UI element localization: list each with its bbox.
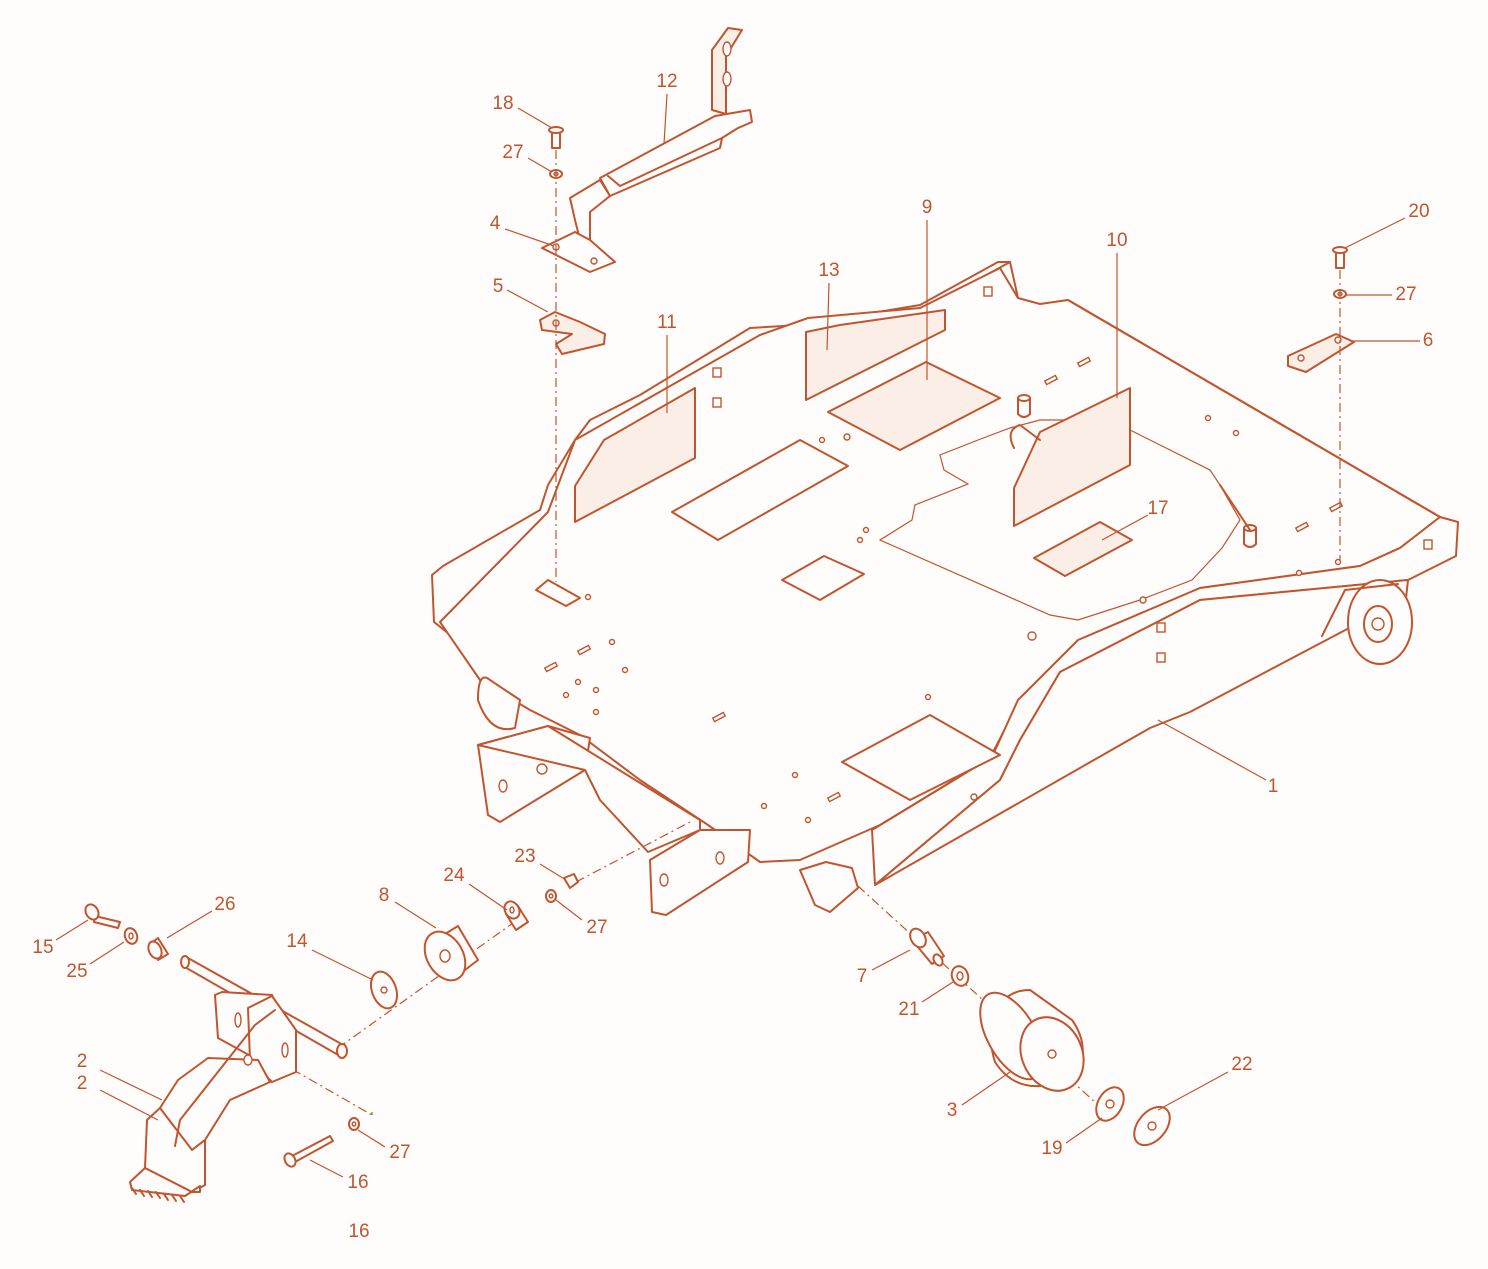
plate-part-13 bbox=[805, 309, 946, 401]
callout-c10: 10 bbox=[1106, 230, 1127, 251]
callout-c14: 14 bbox=[286, 931, 308, 952]
leader-line-c27a bbox=[527, 157, 553, 173]
callout-c13: 13 bbox=[818, 260, 839, 281]
washer-part-27-mid bbox=[545, 889, 557, 903]
washer-part-19 bbox=[1095, 1086, 1125, 1122]
callout-c24: 24 bbox=[443, 865, 465, 886]
plate-part-9 bbox=[827, 361, 1001, 451]
nut-part-23 bbox=[563, 873, 579, 889]
leader-line-c24 bbox=[468, 883, 508, 911]
callout-c3: 3 bbox=[947, 1100, 958, 1121]
bracket-part-12 bbox=[541, 27, 753, 273]
axle-part-7 bbox=[909, 927, 945, 967]
callout-c18: 18 bbox=[492, 93, 513, 114]
leader-line-c25 bbox=[89, 941, 125, 965]
bolt-part-16 bbox=[283, 1135, 334, 1168]
callout-c17: 17 bbox=[1147, 498, 1168, 519]
callout-c2a: 2 bbox=[77, 1051, 88, 1072]
callout-c7: 7 bbox=[857, 966, 868, 987]
plate-part-11 bbox=[574, 387, 696, 523]
bushing-part-8 bbox=[423, 925, 479, 982]
leader-line-c20 bbox=[1344, 217, 1406, 249]
plate-part-17 bbox=[1033, 521, 1133, 577]
callout-c2b: 2 bbox=[77, 1073, 88, 1094]
spacer-part-26 bbox=[147, 937, 169, 961]
leader-line-c8 bbox=[394, 901, 437, 929]
leader-line-c19 bbox=[1065, 1117, 1103, 1144]
leader-line-c12 bbox=[663, 93, 668, 145]
wheel-part-3 bbox=[979, 989, 1085, 1092]
callout-leaders bbox=[55, 93, 1420, 1178]
leader-line-c27d bbox=[357, 1129, 386, 1148]
spacer-part-24 bbox=[503, 900, 529, 931]
callout-c5: 5 bbox=[493, 276, 504, 297]
bolt-part-20 bbox=[1332, 246, 1348, 269]
leader-line-c1 bbox=[1157, 719, 1267, 781]
pedal-assembly-part-2 bbox=[129, 955, 348, 1203]
leader-line-c2a bbox=[99, 1069, 163, 1101]
leader-line-c23 bbox=[539, 863, 567, 881]
callout-c27a: 27 bbox=[502, 142, 523, 163]
leader-line-c14 bbox=[311, 949, 374, 981]
callout-c11: 11 bbox=[657, 312, 677, 333]
leader-line-c26 bbox=[166, 910, 213, 939]
leader-line-c4 bbox=[504, 228, 555, 247]
callout-c27d: 27 bbox=[389, 1142, 410, 1163]
cap-part-22 bbox=[1133, 1105, 1171, 1147]
callout-c27c: 27 bbox=[586, 917, 607, 938]
leader-line-c2b bbox=[99, 1089, 159, 1121]
callout-c8: 8 bbox=[379, 885, 390, 906]
leader-line-c13 bbox=[826, 282, 830, 351]
callout-c19: 19 bbox=[1041, 1138, 1062, 1159]
bolt-part-15 bbox=[84, 903, 121, 929]
leader-line-c27c bbox=[555, 899, 583, 921]
leader-line-c5 bbox=[506, 289, 549, 313]
callout-c21: 21 bbox=[898, 999, 919, 1020]
callout-c6: 6 bbox=[1423, 330, 1434, 351]
leader-line-c16a bbox=[309, 1159, 344, 1178]
leader-line-c22 bbox=[1157, 1071, 1229, 1111]
leader-line-c3 bbox=[961, 1071, 1011, 1106]
leader-line-c7 bbox=[871, 949, 911, 971]
callout-c16a: 16 bbox=[347, 1172, 368, 1193]
washer-part-25 bbox=[123, 927, 139, 945]
callout-c25: 25 bbox=[66, 961, 87, 982]
callout-c15: 15 bbox=[32, 937, 53, 958]
strap-part-6 bbox=[1287, 333, 1355, 373]
leader-line-c15 bbox=[55, 919, 89, 941]
callout-c22: 22 bbox=[1231, 1054, 1252, 1075]
washer-part-21 bbox=[950, 965, 970, 987]
leader-line-c17 bbox=[1101, 514, 1149, 541]
callout-c23: 23 bbox=[514, 846, 535, 867]
callout-c20: 20 bbox=[1408, 201, 1429, 222]
callout-c16b: 16 bbox=[348, 1221, 369, 1242]
leader-line-c21 bbox=[921, 981, 954, 1003]
leader-line-c18 bbox=[517, 107, 553, 129]
plate-part-10 bbox=[1009, 387, 1131, 527]
callout-c4: 4 bbox=[490, 213, 501, 234]
washer-part-27-lower bbox=[348, 1117, 360, 1131]
callout-c9: 9 bbox=[922, 197, 933, 218]
callout-c26: 26 bbox=[214, 894, 235, 915]
callout-c12: 12 bbox=[656, 71, 677, 92]
washer-part-14 bbox=[369, 970, 399, 1010]
bracket-part-5 bbox=[539, 311, 606, 355]
callout-c1: 1 bbox=[1268, 776, 1279, 797]
callout-c27b: 27 bbox=[1395, 284, 1416, 305]
bolt-part-18 bbox=[548, 126, 564, 149]
